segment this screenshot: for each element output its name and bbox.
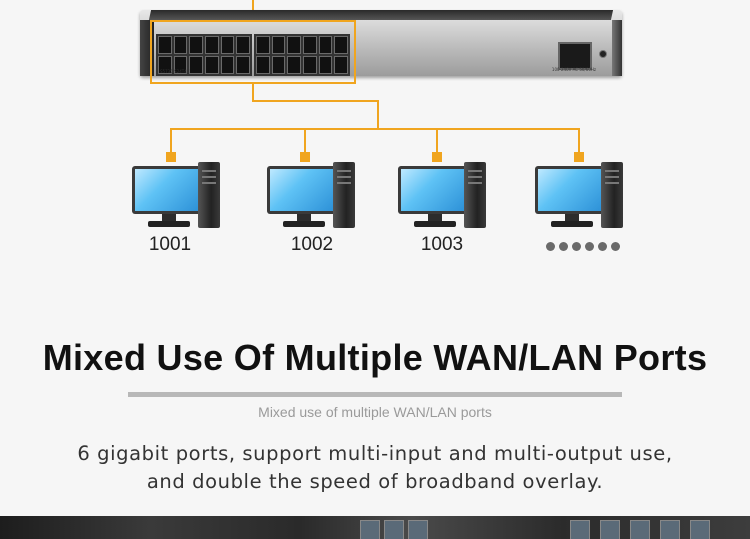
link-line — [578, 128, 580, 154]
computer-label: 1002 — [290, 234, 334, 255]
power-socket-icon — [558, 42, 592, 70]
network-switch-icon: S5735-S24T4X 100-240V AC 50/60Hz — [140, 10, 622, 76]
link-line — [377, 100, 379, 130]
link-node — [432, 152, 442, 162]
switch-model-label: S5735-S24T4X — [160, 69, 190, 74]
more-computers-indicator — [546, 240, 626, 252]
port-block-left — [156, 34, 252, 76]
link-line — [252, 84, 254, 102]
desktop-computer-icon — [132, 158, 222, 230]
desktop-computer-icon — [267, 158, 357, 230]
page-subtitle: Mixed use of multiple WAN/LAN ports — [258, 404, 492, 420]
server-rack-image — [0, 516, 750, 539]
link-node — [574, 152, 584, 162]
page-title: Mixed Use Of Multiple WAN/LAN Ports — [42, 337, 708, 378]
link-line — [252, 100, 379, 102]
computer-label: 1001 — [148, 234, 192, 255]
link-node — [300, 152, 310, 162]
description-line-2: and double the speed of broadband overla… — [146, 470, 604, 493]
description: 6 gigabit ports, support multi-input and… — [0, 440, 750, 496]
port-block-right — [254, 34, 350, 76]
power-switch-icon — [599, 50, 607, 58]
link-line — [436, 128, 438, 154]
desktop-computer-icon — [398, 158, 488, 230]
computer-label: 1003 — [420, 234, 464, 255]
link-line — [170, 128, 172, 154]
description-line-1: 6 gigabit ports, support multi-input and… — [77, 442, 673, 465]
power-label: 100-240V AC 50/60Hz — [551, 67, 596, 72]
title-underline — [128, 392, 622, 397]
link-node — [166, 152, 176, 162]
link-line — [304, 128, 306, 154]
port-highlight-box — [150, 20, 356, 84]
desktop-computer-icon — [535, 158, 625, 230]
link-line — [170, 128, 580, 130]
